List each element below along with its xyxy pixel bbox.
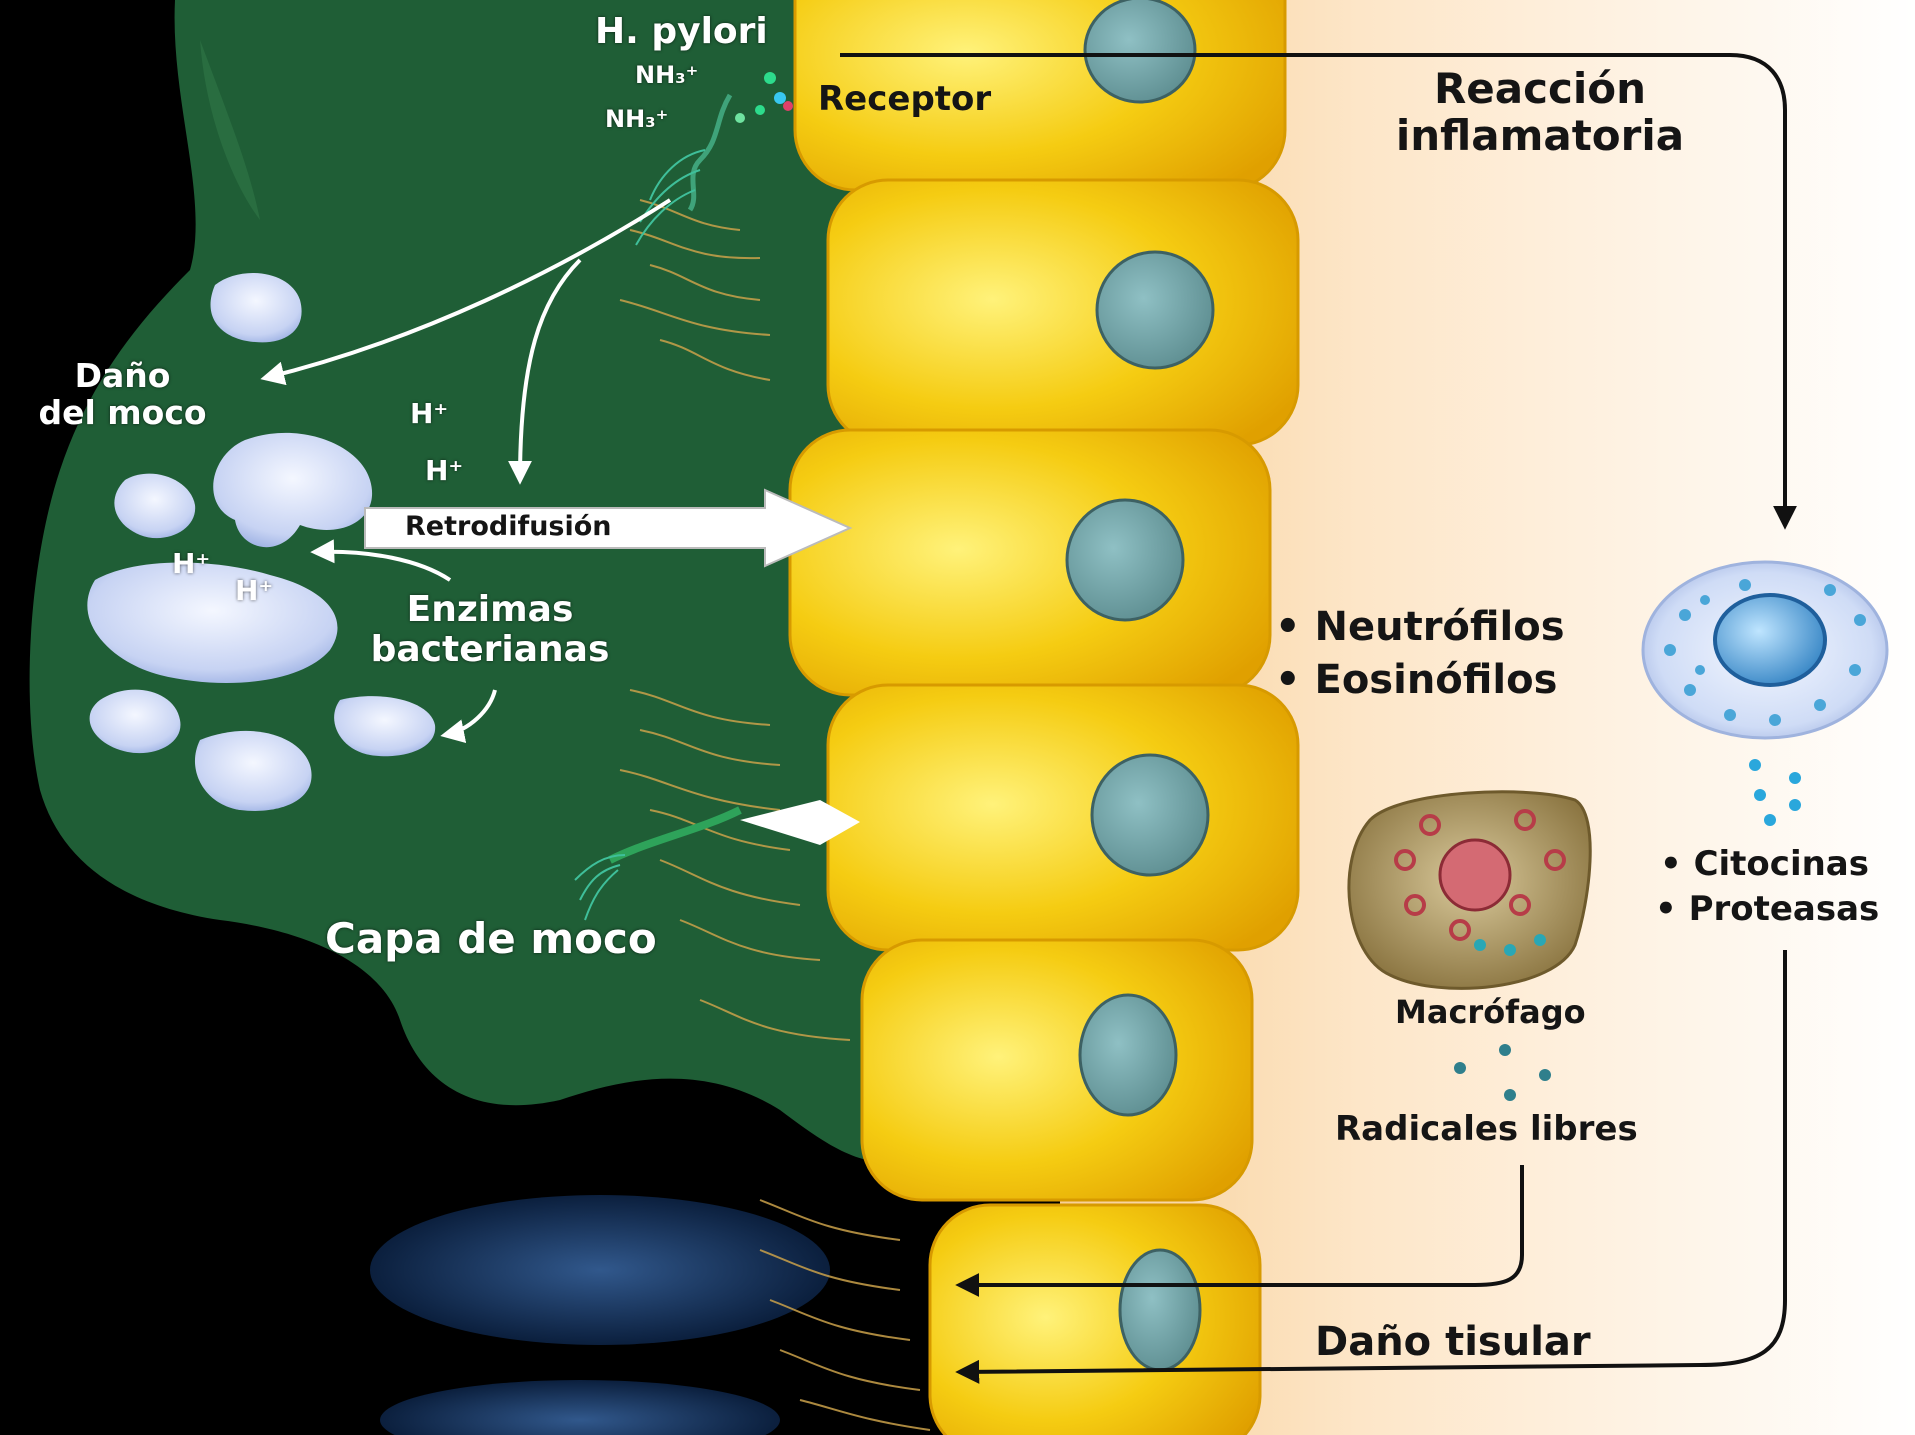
epithelial-cell [790,430,1270,695]
macrophage-cell [1349,792,1590,989]
cell-nucleus [1097,252,1213,368]
cell-nucleus [1085,0,1195,102]
label-enzimas-bacterianas: Enzimas bacterianas [340,590,640,671]
epithelial-cell [862,940,1252,1200]
label-h-plus-3: H⁺ [172,548,210,579]
label-radicales-libres: Radicales libres [1335,1110,1638,1148]
label-neutrofilos: • Neutrófilos [1275,605,1565,650]
label-nh3-top: NH₃⁺ [635,62,698,89]
epithelial-cell [828,685,1298,950]
leukocyte-cell [1643,562,1887,738]
label-reaccion-line2: inflamatoria [1370,112,1710,159]
label-h-pylori: H. pylori [595,12,768,52]
epithelial-cell [828,180,1298,445]
label-enzimas-line2: bacterianas [340,630,640,670]
label-receptor: Receptor [818,80,991,118]
label-retrodifusion: Retrodifusión [405,512,612,542]
label-macrofago: Macrófago [1395,995,1586,1031]
label-dano-tisular: Daño tisular [1315,1320,1591,1365]
label-enzimas-line1: Enzimas [340,590,640,630]
label-nh3-bottom: NH₃⁺ [605,106,668,133]
label-reaccion-line1: Reacción [1370,65,1710,112]
cell-nucleus [1120,1250,1200,1370]
label-proteasas: • Proteasas [1655,890,1879,928]
label-dano-line2: del moco [0,395,245,432]
epithelial-cell [930,1205,1260,1435]
label-dano-del-moco: Daño del moco [0,358,245,432]
cell-nucleus [1080,995,1176,1115]
label-reaccion-inflamatoria: Reacción inflamatoria [1370,65,1710,159]
blue-shape-upper [370,1195,830,1345]
label-h-plus-1: H⁺ [410,398,448,429]
cell-nucleus [1092,755,1208,875]
label-h-plus-4: H⁺ [235,575,273,606]
label-citocinas: • Citocinas [1660,845,1869,883]
cell-nucleus [1067,500,1183,620]
label-dano-line1: Daño [0,358,245,395]
label-eosinofilos: • Eosinófilos [1275,658,1557,703]
label-h-plus-2: H⁺ [425,455,463,486]
label-capa-de-moco: Capa de moco [325,915,657,962]
